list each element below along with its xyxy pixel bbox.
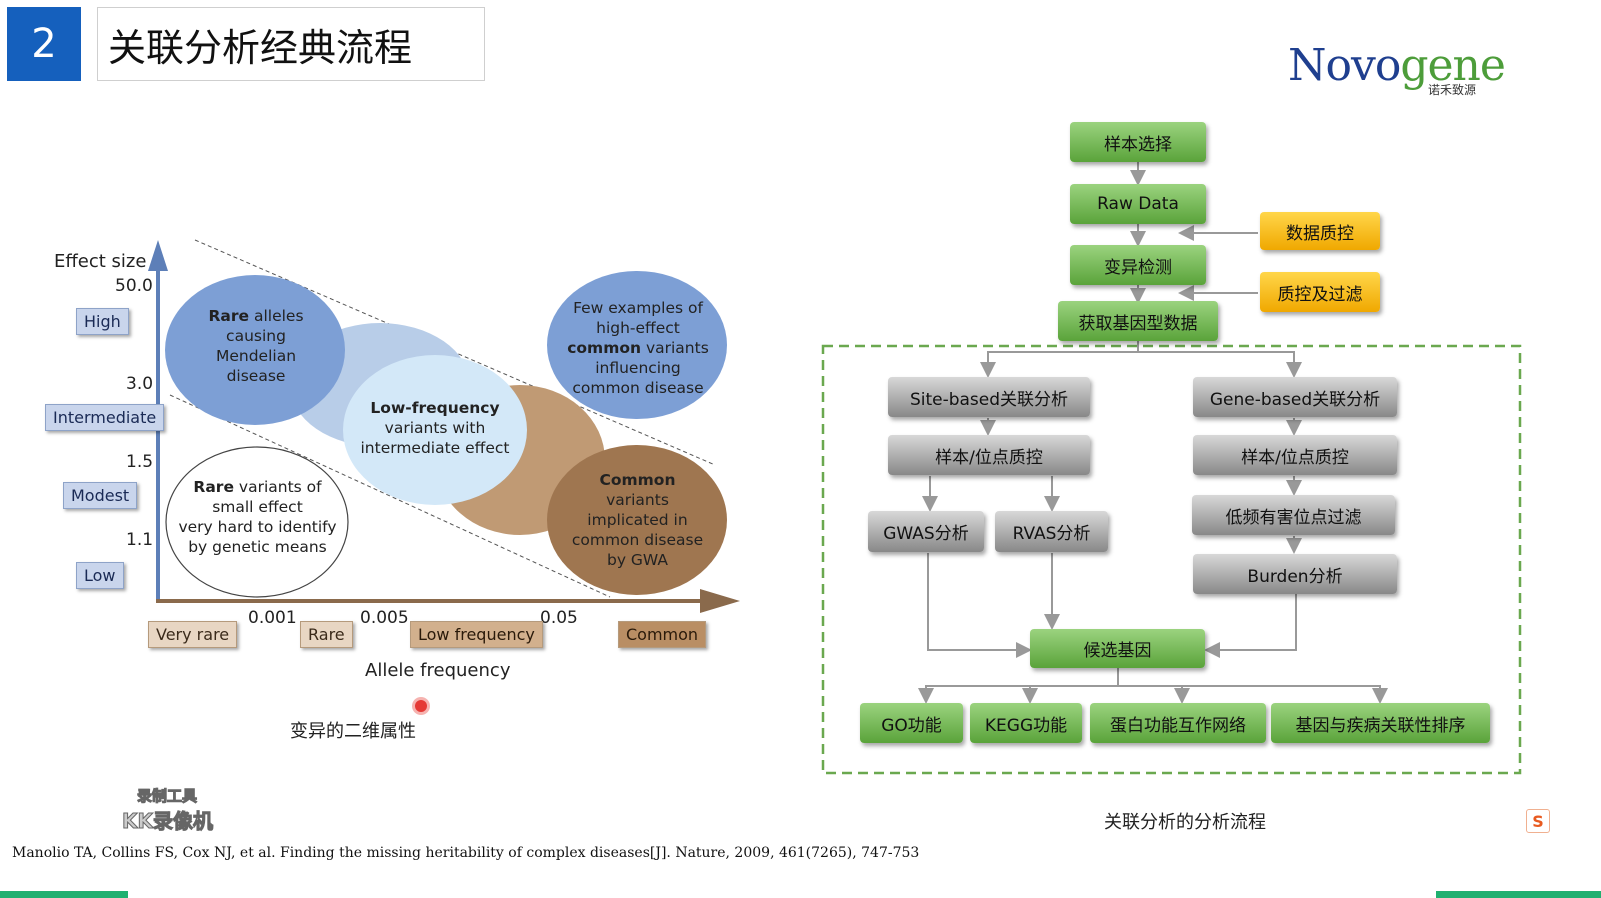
y-tag-intermediate: Intermediate <box>45 404 165 431</box>
x-tag-very-rare: Very rare <box>148 621 238 648</box>
x-axis-label: Allele frequency <box>365 660 511 681</box>
x-value-0-005: 0.005 <box>360 608 409 628</box>
flow-node-gwas: GWAS分析 <box>868 511 984 552</box>
common-line2: variants <box>606 491 669 509</box>
x-value-0-05: 0.05 <box>540 608 578 628</box>
flow-node-low-freq-filter: 低频有害位点过滤 <box>1192 495 1395 535</box>
slide-title: 关联分析经典流程 <box>97 7 485 81</box>
few-rest3: variants <box>641 339 709 357</box>
low-frequency-bubble <box>343 355 527 505</box>
low-frequency-text: Low-frequency variants with intermediate… <box>350 398 520 458</box>
few-line5: common disease <box>572 379 704 397</box>
small-line3: very hard to identify <box>178 518 337 536</box>
flow-node-candidate-genes: 候选基因 <box>1030 629 1205 668</box>
flow-node-disease-rank: 基因与疾病关联性排序 <box>1271 703 1490 743</box>
few-common-bubble <box>547 271 727 419</box>
flow-node-site-qc: 样本/位点质控 <box>888 435 1090 475</box>
y-axis-label: Effect size <box>54 251 147 272</box>
common-gwa-bubble <box>547 445 727 595</box>
flow-node-qc-filter: 质控及过滤 <box>1260 272 1380 312</box>
progress-bar-right <box>1436 891 1601 898</box>
few-line4: influencing <box>595 359 681 377</box>
y-value-1-5: 1.5 <box>126 452 154 472</box>
lowfreq-line3: intermediate effect <box>360 439 510 457</box>
flow-node-kegg: KEGG功能 <box>970 703 1082 743</box>
flow-node-gene-based: Gene-based关联分析 <box>1193 377 1397 417</box>
rare-bold: Rare <box>208 307 250 325</box>
common-line3: implicated in <box>587 511 688 529</box>
common-line4: common disease <box>571 531 704 549</box>
rare-line4: disease <box>226 367 286 385</box>
small-line2: small effect <box>212 498 303 516</box>
small-effect-bubble <box>165 446 349 598</box>
flow-node-genotype-data: 获取基因型数据 <box>1058 301 1218 341</box>
few-line1: Few examples of <box>573 299 703 317</box>
flow-node-variant-detection: 变异检测 <box>1070 245 1206 285</box>
allele-effect-diagram <box>148 239 740 613</box>
citation: Manolio TA, Collins FS, Cox NJ, et al. F… <box>12 845 920 861</box>
flow-node-go: GO功能 <box>860 703 963 743</box>
slide-number: 2 <box>7 7 81 81</box>
watermark-line1: 录制工具 <box>136 787 198 806</box>
logo-part2: gene <box>1400 40 1506 91</box>
small-line4: by genetic means <box>188 538 327 556</box>
common-gwa-text: Common variants implicated in common dis… <box>555 470 720 570</box>
y-value-1-1: 1.1 <box>126 530 154 550</box>
lower-boundary-line <box>169 394 611 598</box>
lowfreq-bold: Low-frequency <box>370 399 500 417</box>
logo-part1: Novo <box>1288 40 1401 91</box>
progress-bar-left <box>0 891 128 898</box>
y-value-3: 3.0 <box>126 374 154 394</box>
rare-mendelian-text: Rare alleles causing Mendelian disease <box>175 306 337 386</box>
watermark-line2: KK录像机 <box>122 809 214 834</box>
small-bold: Rare <box>193 478 234 496</box>
rare-mendelian-bubble <box>165 275 345 425</box>
flow-node-gene-qc: 样本/位点质控 <box>1193 435 1397 475</box>
flow-node-burden: Burden分析 <box>1193 554 1397 594</box>
rare-rest1: alleles <box>249 307 304 325</box>
flow-node-raw-data: Raw Data <box>1070 184 1206 224</box>
flow-node-data-qc: 数据质控 <box>1260 212 1380 250</box>
left-diagram-caption: 变异的二维属性 <box>290 721 416 742</box>
y-tag-modest: Modest <box>63 482 138 509</box>
flow-node-sample-selection: 样本选择 <box>1070 122 1206 162</box>
x-tag-low-frequency: Low frequency <box>410 621 543 648</box>
common-line5: by GWA <box>606 551 669 569</box>
logo-subtitle: 诺禾致源 <box>1428 83 1477 97</box>
y-value-50: 50.0 <box>115 276 153 296</box>
novogene-logo: Novogene <box>1288 40 1506 91</box>
x-tag-common: Common <box>618 621 707 648</box>
x-tag-rare: Rare <box>300 621 353 648</box>
analysis-dashed-box <box>821 344 1522 775</box>
y-axis-arrow <box>148 240 168 271</box>
flow-caption: 关联分析的分析流程 <box>1104 812 1266 833</box>
few-common-text: Few examples of high-effect common varia… <box>553 298 723 398</box>
rare-line2: causing <box>226 327 286 345</box>
few-bold: common <box>567 339 642 357</box>
cursor-indicator <box>415 700 427 712</box>
rare-line3: Mendelian <box>215 347 297 365</box>
lowfreq-line2: variants with <box>384 419 486 437</box>
input-method-icon[interactable]: S <box>1526 809 1550 833</box>
few-line2: high-effect <box>596 319 680 337</box>
flow-node-site-based: Site-based关联分析 <box>888 377 1090 417</box>
small-rest1: variants of <box>233 478 322 496</box>
x-value-0-001: 0.001 <box>248 608 297 628</box>
y-tag-high: High <box>76 308 129 335</box>
y-tag-low: Low <box>76 562 124 589</box>
common-bold: Common <box>599 471 676 489</box>
small-effect-text: Rare variants of small effect very hard … <box>170 477 345 557</box>
flow-node-rvas: RVAS分析 <box>995 511 1108 552</box>
flow-node-ppi: 蛋白功能互作网络 <box>1090 703 1266 743</box>
x-axis-arrow <box>700 589 740 613</box>
